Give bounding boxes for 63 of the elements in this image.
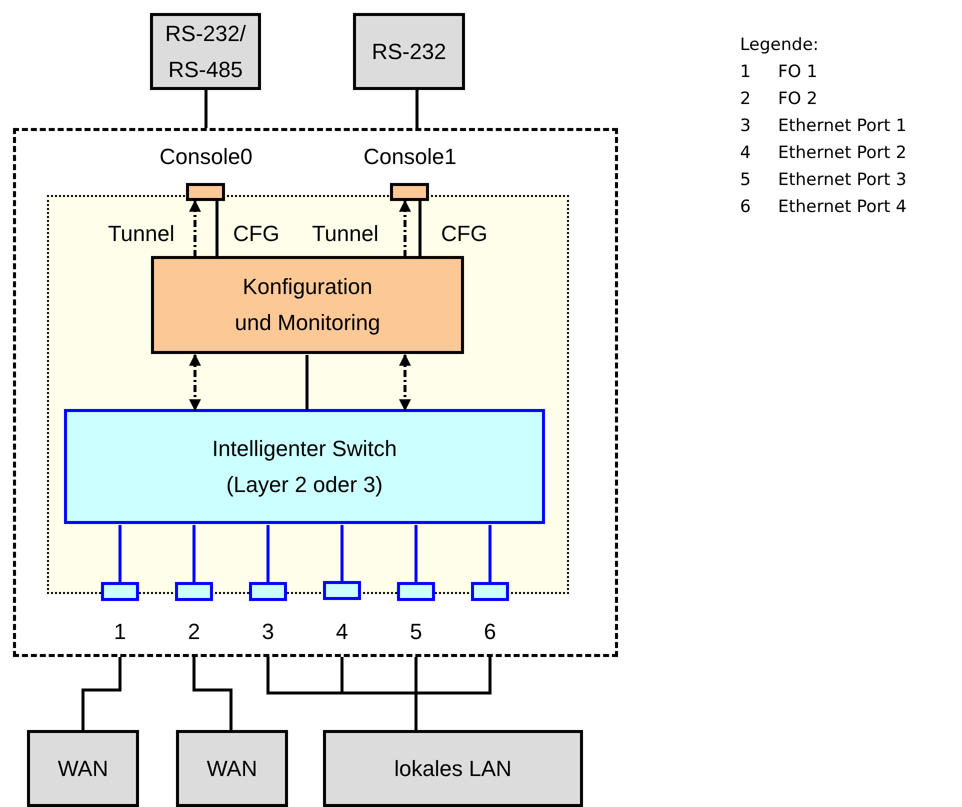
arrow bbox=[399, 354, 411, 412]
legend-number: 2 bbox=[740, 88, 752, 111]
box-label: RS-232 bbox=[372, 38, 446, 66]
port-name: Console1 bbox=[364, 143, 456, 171]
wan-box bbox=[176, 730, 288, 807]
legend-text: Ethernet Port 1 bbox=[778, 115, 907, 138]
port-number: 4 bbox=[336, 618, 348, 646]
internal-area bbox=[47, 195, 569, 594]
box-label: RS-232/ RS-485 bbox=[164, 20, 247, 84]
connector-line bbox=[266, 525, 270, 582]
connector-line bbox=[192, 525, 196, 582]
legend-text: FO 2 bbox=[778, 88, 818, 111]
port-name: Console0 bbox=[160, 143, 252, 171]
legend-number: 6 bbox=[740, 196, 752, 219]
legend-text: FO 1 bbox=[778, 61, 818, 84]
connector-line bbox=[414, 525, 418, 582]
port-number: 6 bbox=[484, 618, 496, 646]
connector-line bbox=[488, 525, 492, 582]
port-number: 3 bbox=[262, 618, 274, 646]
switch-box bbox=[64, 409, 545, 524]
arrow bbox=[189, 354, 201, 412]
legend-number: 3 bbox=[740, 115, 752, 138]
legend-text: Ethernet Port 4 bbox=[778, 196, 907, 219]
connector-line bbox=[82, 657, 122, 730]
rs-port-box bbox=[150, 13, 261, 90]
arrow bbox=[399, 200, 411, 257]
legend-text: Ethernet Port 3 bbox=[778, 169, 907, 192]
legend-number: 4 bbox=[740, 142, 752, 165]
lan-box bbox=[323, 730, 583, 807]
box-label: Intelligenter Switch (Layer 2 oder 3) bbox=[211, 434, 398, 499]
connector-line bbox=[416, 90, 418, 128]
network-port bbox=[471, 582, 509, 601]
rs-port-box bbox=[353, 13, 465, 90]
connector-line bbox=[340, 525, 344, 581]
connector-line bbox=[216, 201, 218, 257]
network-port bbox=[397, 582, 435, 601]
arrow bbox=[189, 200, 201, 257]
port-number: 2 bbox=[188, 618, 200, 646]
wan-box bbox=[27, 730, 139, 807]
box-label: Konfiguration und Monitoring bbox=[234, 273, 382, 337]
network-port bbox=[323, 581, 361, 600]
connector-line bbox=[414, 657, 492, 730]
legend-number: 5 bbox=[740, 169, 752, 192]
box-label: WAN bbox=[58, 755, 108, 783]
box-label: WAN bbox=[206, 755, 258, 783]
connector-line bbox=[118, 525, 122, 582]
network-port bbox=[249, 582, 287, 601]
configuration-box bbox=[151, 256, 464, 354]
console-port bbox=[390, 183, 429, 201]
network-port bbox=[101, 582, 139, 601]
connector-line bbox=[306, 355, 308, 410]
network-port bbox=[175, 582, 213, 601]
console-port bbox=[186, 183, 225, 201]
connector-line bbox=[418, 201, 422, 257]
port-number: 1 bbox=[114, 618, 126, 646]
device-boundary bbox=[13, 128, 618, 657]
legend-number: 1 bbox=[740, 61, 752, 84]
box-label: lokales LAN bbox=[394, 755, 512, 783]
legend-title: Legende: bbox=[740, 34, 820, 57]
legend-text: Ethernet Port 2 bbox=[778, 142, 907, 165]
connector-line bbox=[192, 657, 232, 730]
port-number: 5 bbox=[410, 618, 422, 646]
connector-line bbox=[204, 90, 208, 128]
